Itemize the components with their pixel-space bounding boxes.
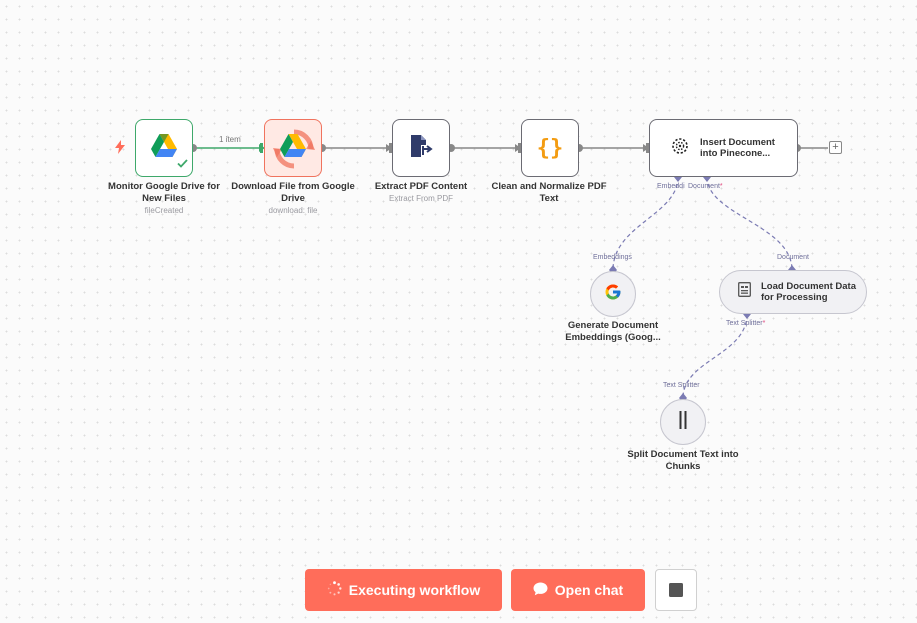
button-label: Executing workflow: [348, 582, 481, 598]
node-title: Extract PDF Content: [374, 181, 468, 192]
edge-insert-embeddings: [612, 176, 679, 271]
input-handle: [389, 143, 392, 153]
document-icon: [738, 282, 751, 302]
node-clean-normalize[interactable]: {}: [521, 119, 579, 177]
open-chat-button[interactable]: Open chat: [511, 569, 645, 611]
connector-label-text-splitter: Text Splitter: [663, 382, 700, 389]
node-generate-embeddings[interactable]: [590, 271, 636, 317]
lightning-bolt-icon: [115, 140, 125, 159]
input-handle: [646, 143, 649, 153]
node-subtitle: fileCreated: [144, 206, 184, 215]
text-splitter-icon: [678, 410, 688, 434]
node-split-text[interactable]: [660, 399, 706, 445]
node-title: Clean and Normalize PDF Text: [491, 181, 607, 204]
input-handle: [260, 143, 263, 153]
curly-braces-icon: {}: [536, 135, 564, 161]
google-drive-icon: [151, 134, 177, 162]
spinner-icon: [273, 128, 315, 175]
node-load-document[interactable]: Load Document Data for Processing: [719, 270, 867, 314]
node-title: Download File from Google Drive: [231, 181, 355, 204]
chat-bubble-icon: [533, 582, 548, 599]
input-handle: [518, 143, 521, 153]
pinecone-icon: [670, 136, 690, 161]
check-icon: [177, 155, 188, 173]
spinner-icon: [327, 581, 342, 599]
node-title: Generate Document Embeddings (Goog...: [565, 320, 661, 343]
node-insert-pinecone[interactable]: Insert Document into Pinecone...: [649, 119, 798, 177]
edge-loader-splitter: [682, 313, 748, 399]
node-extract-pdf[interactable]: [392, 119, 450, 177]
connector-label-embedding: Embeddi: [657, 183, 685, 190]
edge-insert-loader: [706, 176, 793, 271]
plus-icon: +: [832, 141, 839, 153]
stop-execution-button[interactable]: [655, 569, 697, 611]
node-title: Monitor Google Drive for New Files: [108, 181, 220, 204]
node-monitor-google-drive[interactable]: [135, 119, 193, 177]
add-node-button[interactable]: +: [829, 141, 842, 154]
node-title: Insert Document into Pinecone...: [700, 136, 775, 160]
stop-square-icon: [669, 583, 683, 597]
connector-label-text-splitter: Text Splitter*: [726, 320, 766, 327]
node-title: Load Document Data for Processing: [761, 281, 857, 303]
google-g-icon: [604, 283, 622, 306]
google-drive-icon: [280, 134, 306, 162]
connector-label-document: Document*: [688, 183, 723, 190]
executing-workflow-button[interactable]: Executing workflow: [305, 569, 502, 611]
node-title: Split Document Text into Chunks: [627, 449, 739, 472]
pdf-extract-icon: [408, 133, 434, 164]
node-subtitle: Extract From PDF: [388, 194, 453, 203]
button-label: Open chat: [554, 582, 624, 598]
connector-label-embeddings: Embeddings: [593, 254, 632, 261]
node-subtitle: download: file: [268, 206, 318, 215]
connector-label-document: Document: [777, 254, 809, 261]
edge-item-count: 1 item: [219, 135, 241, 144]
node-download-file[interactable]: [264, 119, 322, 177]
